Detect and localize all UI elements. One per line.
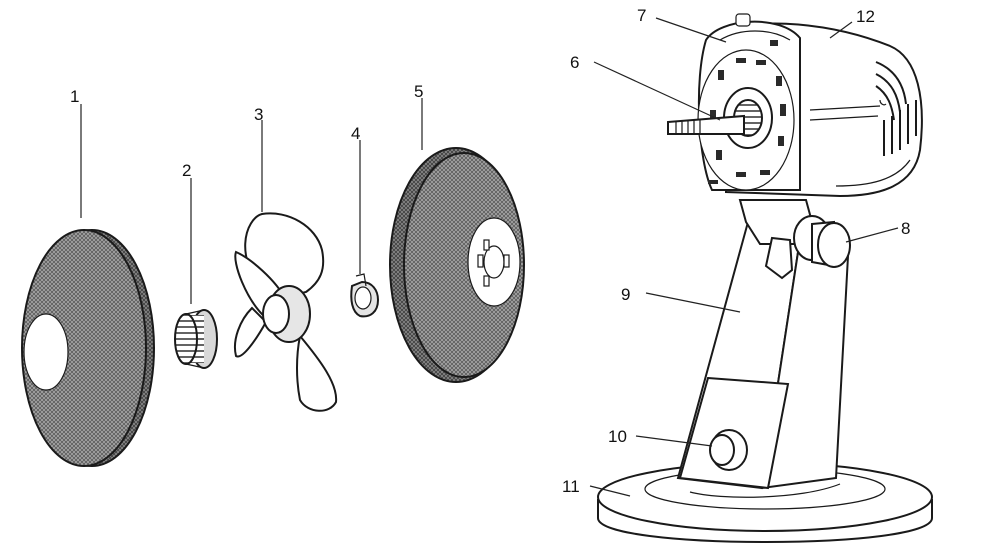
callout-5: 5 bbox=[414, 82, 423, 101]
leader-8 bbox=[845, 227, 899, 243]
callout-12: 12 bbox=[856, 7, 875, 26]
callout-6: 6 bbox=[570, 53, 579, 72]
callout-7: 7 bbox=[637, 6, 646, 25]
callout-9: 9 bbox=[621, 285, 630, 304]
rear-grill bbox=[389, 147, 525, 383]
spinner-cap bbox=[174, 309, 218, 369]
fan-blade bbox=[234, 212, 338, 412]
callout-8: 8 bbox=[901, 219, 910, 238]
callout-numbers: 1 2 3 4 5 6 7 8 9 10 11 12 bbox=[70, 6, 910, 496]
callout-1: 1 bbox=[70, 87, 79, 106]
grill-clamp-nut bbox=[350, 273, 380, 318]
callout-10: 10 bbox=[608, 427, 627, 446]
leader-lines bbox=[80, 17, 899, 497]
callout-4: 4 bbox=[351, 124, 360, 143]
leader-11 bbox=[589, 485, 631, 497]
leader-12 bbox=[829, 21, 853, 39]
callout-11: 11 bbox=[562, 477, 580, 496]
front-grill bbox=[21, 229, 155, 467]
leader-10 bbox=[635, 435, 713, 447]
callout-2: 2 bbox=[182, 161, 191, 180]
leader-9 bbox=[645, 292, 741, 313]
speed-knob bbox=[709, 429, 748, 471]
callout-3: 3 bbox=[254, 105, 263, 124]
leader-6 bbox=[593, 61, 721, 121]
leader-7 bbox=[655, 17, 727, 43]
tilt-knob bbox=[811, 220, 851, 268]
motor-front-plate bbox=[697, 13, 801, 191]
motor-shaft bbox=[667, 114, 745, 135]
